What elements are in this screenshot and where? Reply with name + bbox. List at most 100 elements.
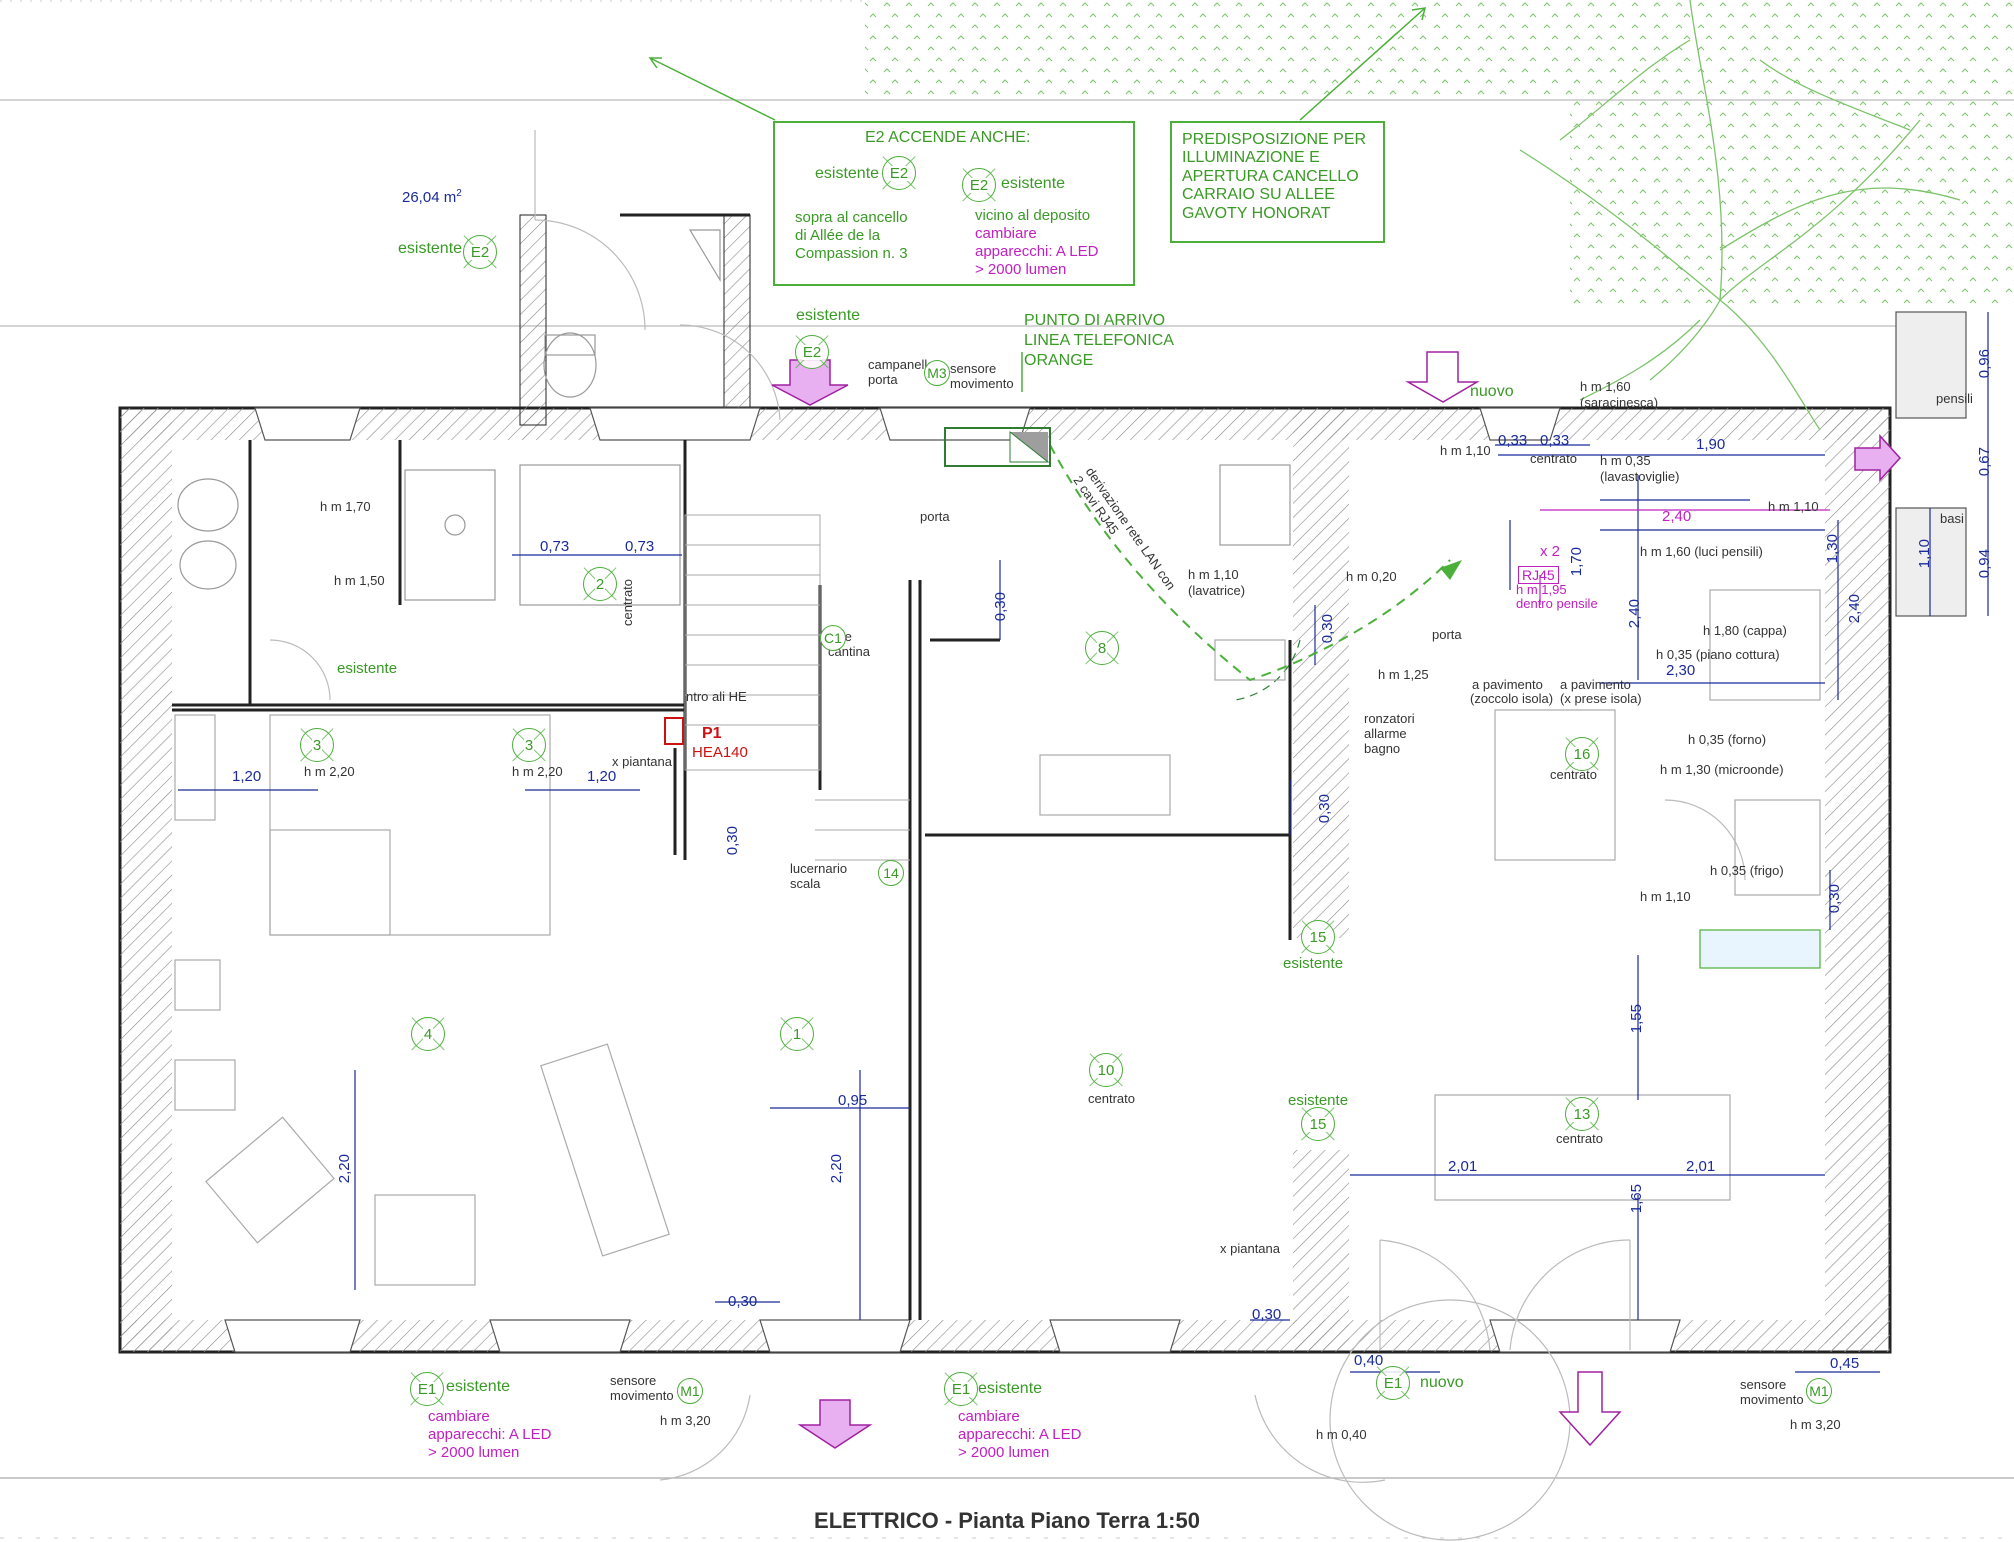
label-nuovo-e1: nuovo bbox=[1420, 1374, 1464, 1391]
pav2: a pavimento bbox=[1560, 677, 1631, 692]
note-e2-left-tag: esistente bbox=[815, 165, 880, 182]
dim-030a: 0,30 bbox=[723, 826, 741, 856]
note-e2-fixture-a: E2 bbox=[882, 156, 916, 190]
h160: h m 1,60 bbox=[1580, 379, 1631, 394]
dim-095: 0,95 bbox=[838, 1092, 868, 1109]
rj45-count: x 2 bbox=[1540, 543, 1561, 560]
basi: basi bbox=[1940, 511, 1964, 526]
h125: h m 1,25 bbox=[1378, 667, 1429, 682]
ronzatori: ronzatori allarme bagno bbox=[1364, 711, 1415, 756]
label-esistente-e1-mid: esistente bbox=[978, 1380, 1043, 1397]
h110d: h m 1,10 bbox=[1768, 499, 1819, 514]
forno: h 0,35 (forno) bbox=[1688, 732, 1767, 747]
beam-profile: HEA140 bbox=[692, 744, 748, 761]
stairs bbox=[684, 514, 910, 861]
lavatrice: (lavatrice) bbox=[1188, 583, 1246, 598]
note-e2-left-1: sopra al cancello bbox=[795, 209, 908, 226]
h180: h 1,80 (cappa) bbox=[1703, 623, 1787, 638]
h150: h m 1,50 bbox=[334, 573, 385, 588]
campanello: campanello porta bbox=[868, 357, 935, 387]
dim-030b: 0,30 bbox=[991, 592, 1009, 622]
note-e2-right-4: > 2000 lumen bbox=[975, 261, 1067, 278]
frigo: h 0,35 (frigo) bbox=[1710, 863, 1784, 878]
fixture-16: 16 bbox=[1565, 737, 1599, 771]
h020: h m 0,20 bbox=[1346, 569, 1397, 584]
note-e2-left-2: di Allée de la bbox=[795, 227, 881, 244]
label-esistente-7a: esistente bbox=[337, 660, 398, 677]
garden-area-right bbox=[1570, 100, 2014, 310]
h110-lav: h m 1,10 bbox=[1188, 567, 1239, 582]
porta-top: porta bbox=[920, 509, 950, 524]
furniture bbox=[174, 589, 1821, 1286]
fixture-10: 10 bbox=[1089, 1053, 1123, 1087]
note-e2-right-3: apparecchi: A LED bbox=[975, 243, 1099, 260]
dim-110: 1,10 bbox=[1915, 539, 1933, 569]
e1-mid-note-3: > 2000 lumen bbox=[958, 1444, 1050, 1461]
bathroom-fixtures bbox=[177, 229, 1291, 606]
dim-220a: 2,20 bbox=[335, 1154, 353, 1184]
dim-190: 1,90 bbox=[1696, 436, 1726, 453]
garden-area bbox=[865, 0, 2014, 100]
note-e2-fixture-b: E2 bbox=[962, 168, 996, 202]
fixture-e1-left: E1 bbox=[410, 1372, 444, 1406]
e1-left-note-2: apparecchi: A LED bbox=[428, 1426, 552, 1443]
dim-240a: 2,40 bbox=[1662, 508, 1692, 525]
fixture-1: 1 bbox=[780, 1017, 814, 1051]
dim-067: 0,67 bbox=[1975, 447, 1993, 477]
note-e2-right-1: vicino al deposito bbox=[975, 207, 1091, 224]
h040: h m 0,40 bbox=[1316, 1427, 1367, 1442]
fixture-e2-porch: E2 bbox=[795, 335, 829, 369]
phone-note-3: ORANGE bbox=[1024, 352, 1094, 369]
label-nuovo-e2: nuovo bbox=[1470, 383, 1514, 400]
fixture-8: 8 bbox=[1085, 631, 1119, 665]
e1-left-note-1: cambiare bbox=[428, 1408, 490, 1425]
phone-note-2: LINEA TELEFONICA bbox=[1024, 332, 1174, 349]
h220b: h m 2,20 bbox=[512, 764, 563, 779]
fixture-2: 2 bbox=[583, 567, 617, 601]
dim-155: 1,55 bbox=[1627, 1004, 1645, 1034]
h170: h m 1,70 bbox=[320, 499, 371, 514]
h110b: h m 1,10 bbox=[1440, 443, 1491, 458]
entry-arrows bbox=[771, 351, 1902, 1449]
sensore-bl: sensore movimento bbox=[610, 1373, 674, 1403]
dim-201b: 2,01 bbox=[1686, 1158, 1716, 1175]
centro-ali: ntro ali HE bbox=[686, 689, 747, 704]
h220a: h m 2,20 bbox=[304, 764, 355, 779]
fixture-e2-door: E2 bbox=[463, 235, 497, 269]
rj45-height: h m 1,95 bbox=[1516, 582, 1567, 597]
room-area: 26,04 m2 bbox=[402, 188, 462, 206]
centrato-16: centrato bbox=[1550, 767, 1597, 782]
fixture-4: 4 bbox=[411, 1017, 445, 1051]
fixture-14: 14 bbox=[878, 860, 904, 886]
centrato-top: centrato bbox=[1530, 451, 1577, 466]
sensore-br: sensore movimento bbox=[1740, 1377, 1804, 1407]
e1-left-note-3: > 2000 lumen bbox=[428, 1444, 520, 1461]
x-piantana-2: x piantana bbox=[1220, 1241, 1280, 1256]
fixture-e1-right: E1 bbox=[1376, 1366, 1410, 1400]
phone-note-1: PUNTO DI ARRIVO bbox=[1024, 312, 1166, 329]
dim-130: 1,30 bbox=[1823, 534, 1841, 564]
note-e2-right-2: cambiare bbox=[975, 225, 1037, 242]
dim-240b: 2,40 bbox=[1625, 599, 1643, 629]
side-elevation bbox=[1895, 311, 1989, 617]
dimension-lines bbox=[178, 444, 1880, 1373]
lan-route bbox=[1049, 444, 1451, 682]
pav1: a pavimento bbox=[1472, 677, 1543, 692]
fixture-13: 13 bbox=[1565, 1097, 1599, 1131]
lucernario: lucernario scala bbox=[790, 861, 848, 891]
note-gate-3: APERTURA CANCELLO bbox=[1182, 167, 1359, 185]
rj45-note: dentro pensile bbox=[1516, 596, 1598, 611]
fixture-15a: 15 bbox=[1301, 920, 1335, 954]
zoccolo: (zoccolo isola) bbox=[1470, 691, 1554, 706]
dim-033b: 0,33 bbox=[1540, 432, 1570, 449]
porta-mid: porta bbox=[1432, 627, 1462, 642]
saracinesca: (saracinesca) bbox=[1580, 395, 1659, 410]
dim-045: 0,45 bbox=[1830, 1355, 1860, 1372]
dim-230: 2,30 bbox=[1666, 662, 1696, 679]
label-esistente-15a: esistente bbox=[1283, 955, 1344, 972]
sensor-m1-left: M1 bbox=[677, 1378, 703, 1404]
rj45-label: RJ45 bbox=[1518, 566, 1559, 585]
dim-120a: 1,20 bbox=[232, 768, 262, 785]
note-gate-1: PREDISPOSIZIONE PER bbox=[1182, 131, 1367, 148]
